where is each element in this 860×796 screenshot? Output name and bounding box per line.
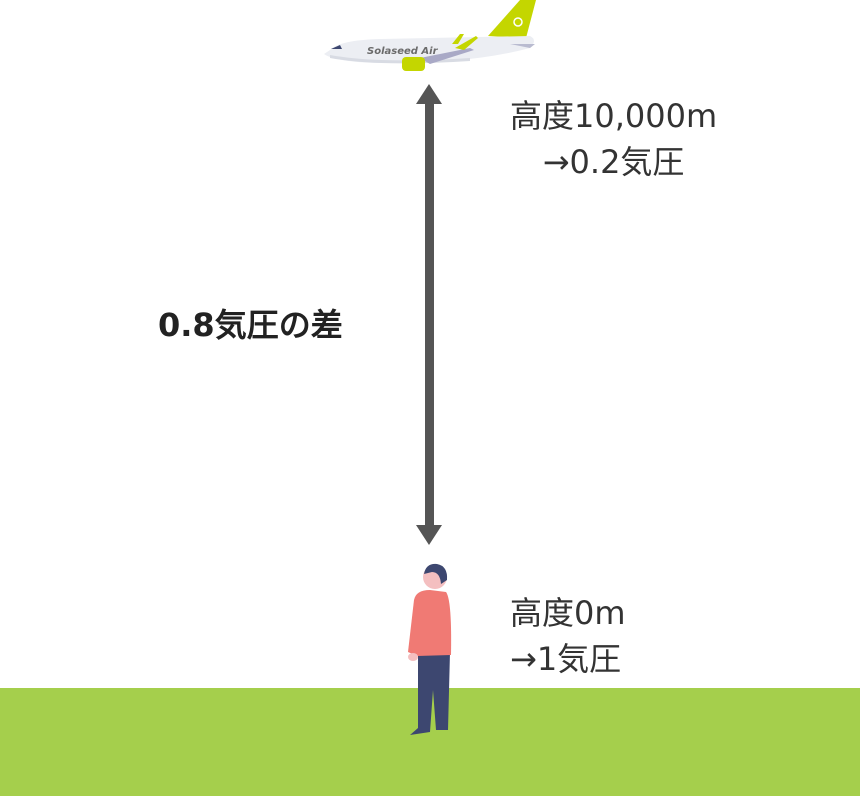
ground-pressure: →1気圧: [510, 640, 622, 678]
airplane-brand: Solaseed Air: [367, 46, 439, 57]
pressure-difference-label: 0.8気圧の差: [158, 306, 343, 344]
airplane-icon: Solaseed Air: [324, 0, 536, 71]
top-altitude: 高度10,000m: [510, 97, 718, 135]
ground-altitude-label: 高度0m →1気圧: [510, 590, 626, 682]
top-altitude-label: 高度10,000m →0.2気圧: [510, 93, 717, 185]
top-pressure: →0.2気圧: [542, 143, 685, 181]
double-arrow: [416, 84, 442, 545]
person-icon: [408, 563, 452, 735]
ground-altitude: 高度0m: [510, 594, 626, 632]
